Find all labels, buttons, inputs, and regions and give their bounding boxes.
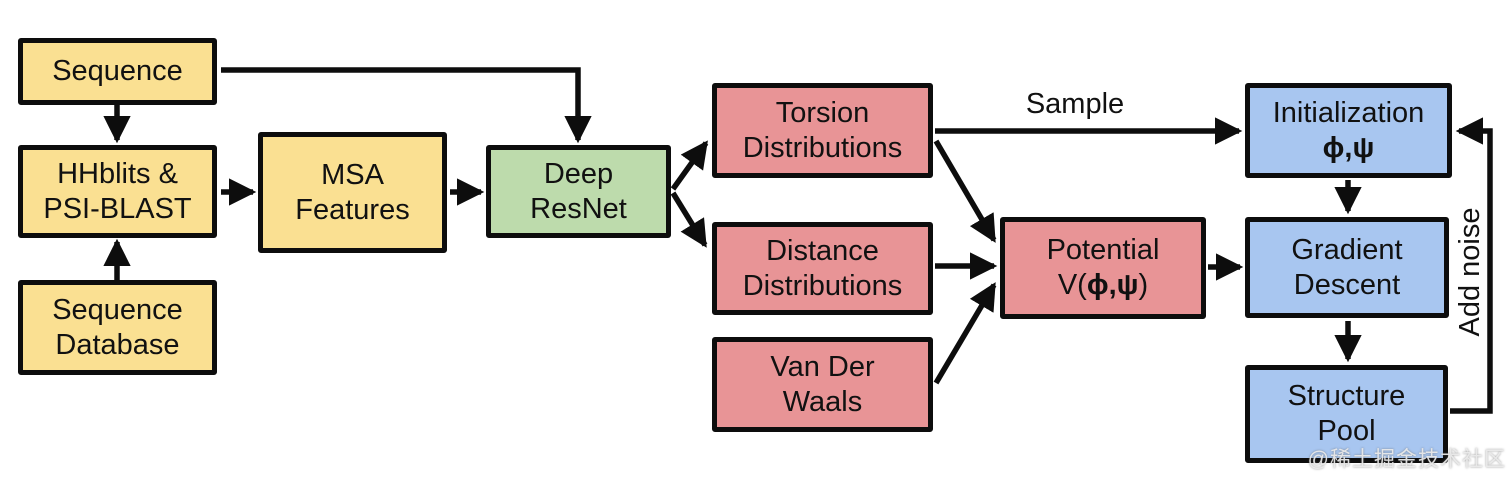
node-sequence-database: Sequence Database [18,280,217,375]
node-hhblits-psi-blast: HHblits & PSI-BLAST [18,145,217,238]
sample-edge-label: Sample [1025,88,1125,120]
add-noise-edge-label: Add noise [1453,207,1486,337]
node-label: Waals [782,385,863,418]
edge-torsion-to-potential [933,139,997,243]
node-label: Gradient [1291,233,1403,266]
edge-sequence-to-resnet [221,67,592,144]
node-label: Deep [543,157,614,190]
node-label: Sequence [52,55,183,87]
node-label: Initialization [1272,96,1425,129]
node-structure-pool: Structure Pool [1245,365,1448,463]
node-potential: Potential V(ϕ,ψ) [1000,217,1206,319]
node-label: Distributions [742,131,903,164]
node-initialization: Initialization ϕ,ψ [1245,83,1452,178]
node-label-greek: ϕ,ψ [1322,131,1375,164]
watermark-text: @稀土掘金技术社区 [1307,448,1506,471]
node-torsion-distributions: Torsion Distributions [712,83,933,178]
node-label: Torsion [775,96,870,129]
node-label-formula: V(ϕ,ψ) [1058,268,1148,303]
edge-resnet-to-distance [670,191,708,248]
edge-resnet-to-torsion [670,140,709,191]
edge-vdw-to-potential [933,282,997,385]
node-label: HHblits & [57,157,178,190]
node-label: ResNet [530,192,627,225]
node-label: Structure [1287,380,1406,412]
node-label: Sequence [52,293,183,326]
node-label: Van Der [770,350,875,383]
formula-post: ) [1138,269,1149,301]
node-label: PSI-BLAST [43,192,192,225]
node-distance-distributions: Distance Distributions [712,222,933,315]
node-van-der-waals: Van Der Waals [712,337,933,432]
node-sequence: Sequence [18,38,217,105]
node-label: Features [295,193,410,226]
node-deep-resnet: Deep ResNet [486,145,671,238]
formula-pre: V( [1057,269,1087,301]
formula-greek: ϕ,ψ [1086,269,1139,301]
node-label: Descent [1293,268,1401,301]
node-gradient-descent: Gradient Descent [1245,217,1449,318]
node-label: MSA [321,158,384,191]
node-label: Database [55,328,180,361]
edge-structure-pool-feedback [1450,117,1493,414]
node-label: Distance [766,234,879,267]
node-label: Distributions [742,269,903,302]
node-label: Potential [1046,234,1160,266]
node-label: Pool [1317,415,1376,447]
node-msa-features: MSA Features [258,132,447,253]
